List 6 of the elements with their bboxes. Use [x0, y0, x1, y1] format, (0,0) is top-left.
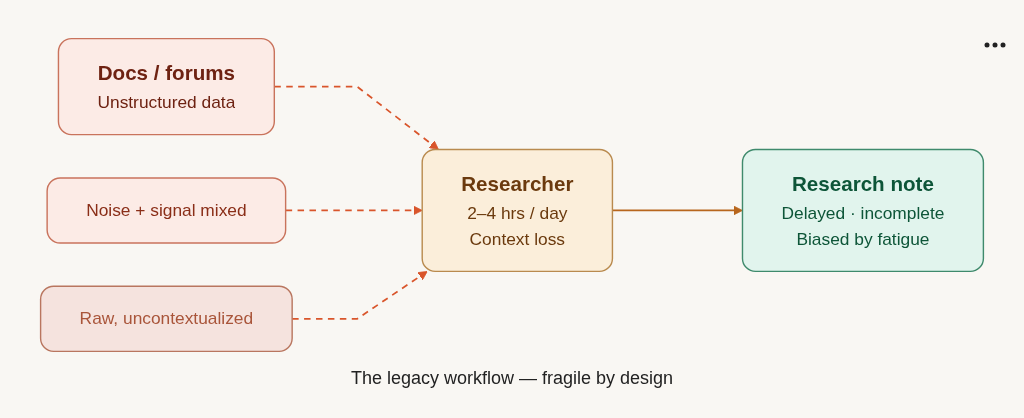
node-box: Docs / forums Unstructured data: [57, 37, 275, 136]
node-box: Raw, uncontextualized: [39, 285, 293, 353]
node-box: Researcher 2–4 hrs / day Context loss: [421, 148, 614, 273]
caption: The legacy workflow — fragile by design: [350, 368, 674, 388]
node-box: Noise + signal mixed: [46, 177, 287, 244]
node-box: Research note Delayed · incomplete Biased by fatigue: [741, 148, 985, 273]
